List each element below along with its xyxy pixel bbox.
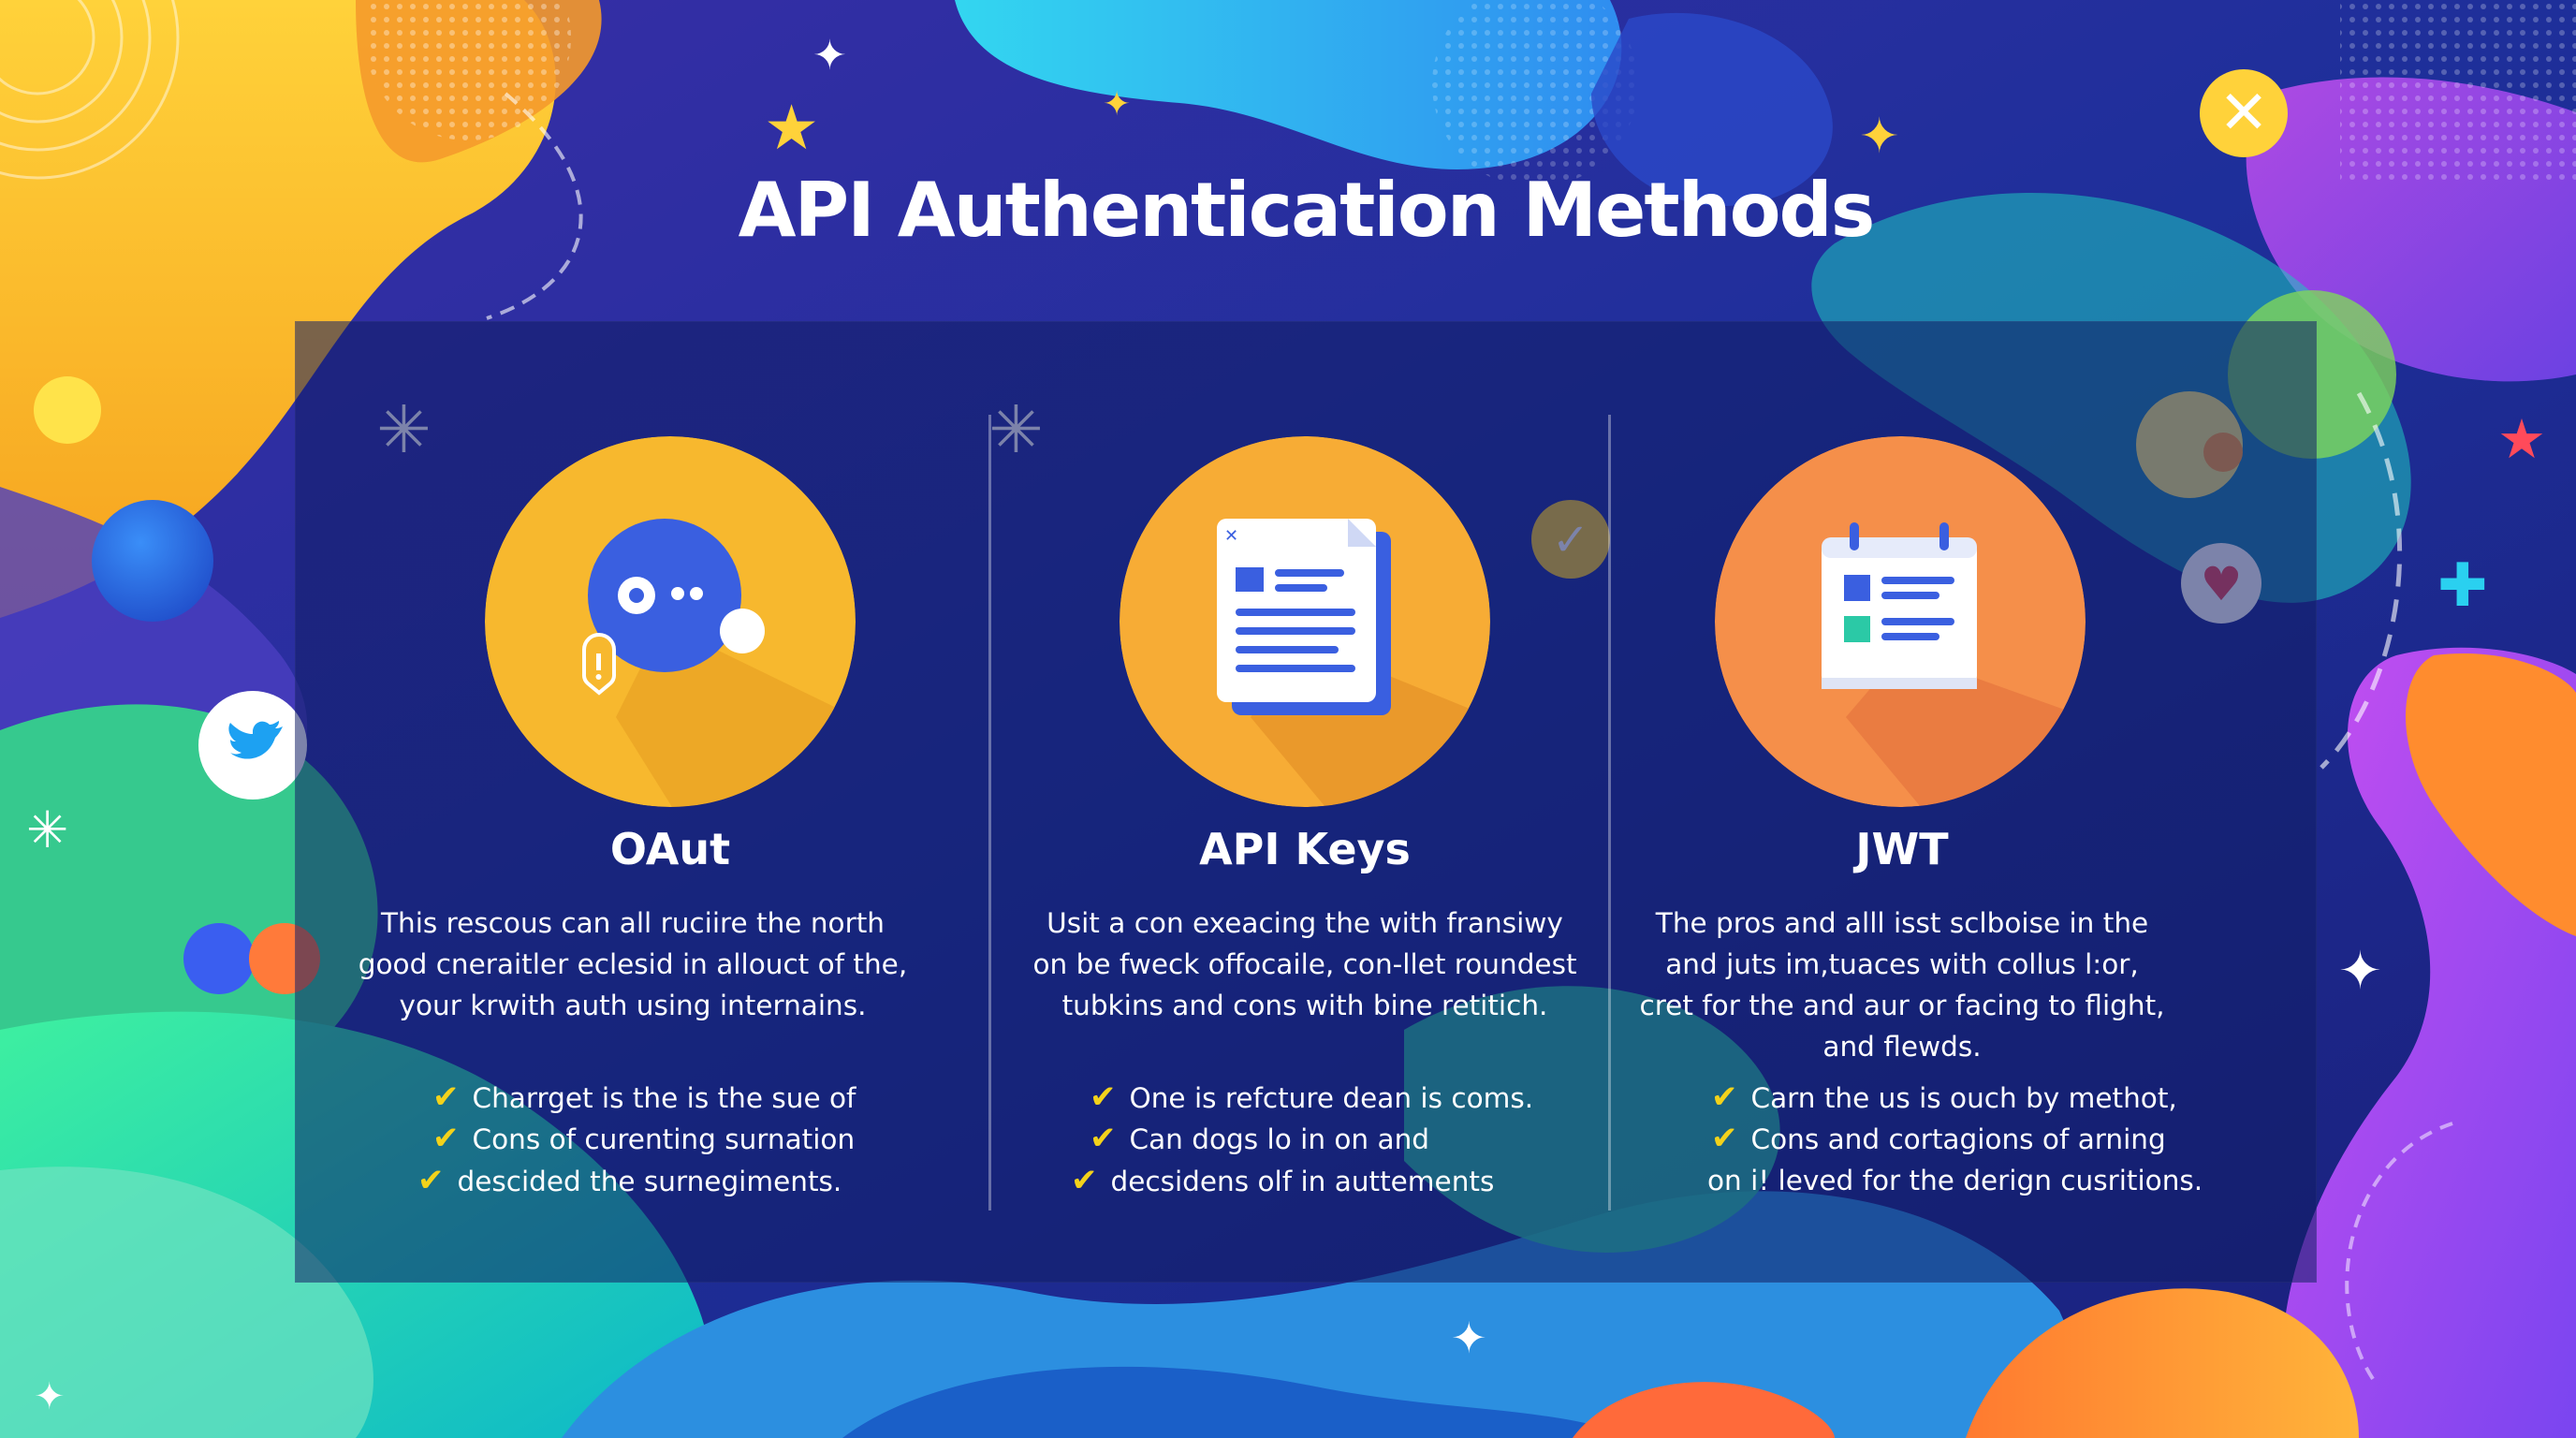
check-icon: ✔ (432, 1120, 460, 1157)
bullet-item: ✔ Cons of curenting surnation (432, 1118, 855, 1161)
close-badge-icon: ✕ (2200, 69, 2288, 157)
bullet-item: ✔ Can dogs lo in on and (1090, 1118, 1429, 1161)
description-line: cret for the and aur or facing to flight… (1639, 990, 2165, 1021)
calendar-icon (1822, 522, 1977, 689)
sparkle-icon: ✳ (26, 800, 69, 859)
bullet-item: ✔ descided the surnegiments. (417, 1160, 842, 1203)
star-icon: ✦ (812, 32, 847, 80)
bullet-text: Can dogs lo in on and (1129, 1123, 1430, 1155)
method-card-oauth: OAut This rescous can all ruciire the no… (352, 0, 988, 1438)
bullet-item: ✔ Charrget is the is the sue of (432, 1077, 856, 1120)
check-icon: ✔ (1090, 1120, 1117, 1157)
description-line: on be fweck offocaile, con-llet roundest (1032, 948, 1577, 980)
description-line: Usit a con exeacing the with fransiwy (1046, 907, 1563, 939)
method-icon-circle (485, 436, 856, 807)
check-icon: ✔ (1071, 1162, 1098, 1199)
check-icon: ✔ (432, 1078, 460, 1116)
blue-dot-icon (183, 923, 255, 994)
description-line: tubkins and cons with bine retitich. (1061, 990, 1548, 1021)
sparkle-icon: ✦ (34, 1375, 66, 1418)
bullet-text: Carn the us is ouch by methot, (1750, 1082, 2177, 1114)
bullet-item: ✔ One is refcture dean is coms. (1090, 1077, 1533, 1120)
bullet-text: on i! leved for the derign cusritions. (1707, 1165, 2203, 1196)
chat-bubble-icon (582, 519, 765, 696)
plus-icon: ✚ (2437, 551, 2488, 621)
twitter-bubble-icon (198, 691, 307, 800)
method-description: This rescous can all ruciire the north g… (315, 902, 951, 1026)
method-card-api-keys: ✕ API Keys Usit a con exeacing the with … (975, 0, 1612, 1438)
description-line: The pros and alll isst sclboise in the (1655, 907, 2149, 939)
svg-text:✕: ✕ (1224, 526, 1238, 546)
sparkle-icon: ✦ (1451, 1313, 1487, 1363)
method-description: Usit a con exeacing the with fransiwy on… (987, 902, 1623, 1026)
check-icon: ✔ (1711, 1120, 1738, 1157)
bullet-item: ✔ Carn the us is ouch by methot, (1711, 1077, 2177, 1120)
page-title: API Authentication Methods (738, 167, 1876, 254)
star-icon: ★ (764, 92, 820, 164)
star-icon: ✦ (1103, 85, 1132, 124)
bullet-text: Charrget is the is the sue of (472, 1082, 856, 1114)
column-divider (988, 415, 991, 1211)
bullet-item: ✔ decsidens olf in auttements (1071, 1160, 1494, 1203)
method-icon-circle (1715, 436, 2086, 807)
bullet-text: One is refcture dean is coms. (1129, 1082, 1534, 1114)
description-line: and juts im,tuaces with collus l:or, (1665, 948, 2139, 980)
method-icon-circle: ✕ (1120, 436, 1490, 807)
check-icon: ✔ (1711, 1078, 1738, 1116)
blue-ball-icon (92, 500, 213, 622)
bullet-text: Cons of curenting surnation (472, 1123, 856, 1155)
check-icon: ✔ (417, 1162, 445, 1199)
description-line: and flewds. (1822, 1031, 1982, 1063)
method-card-jwt: JWT The pros and alll isst sclboise in t… (1608, 0, 2245, 1438)
sparkle-icon: ✦ (2338, 941, 2382, 1002)
bullet-text: descided the surnegiments. (457, 1166, 842, 1197)
method-title: JWT (1855, 824, 1949, 874)
document-icon: ✕ (1217, 519, 1391, 715)
check-icon: ✔ (1090, 1078, 1117, 1116)
description-line: This rescous can all ruciire the north (381, 907, 885, 939)
bullet-text: Cons and cortagions of arning (1750, 1123, 2166, 1155)
method-title: API Keys (1199, 824, 1411, 874)
star-icon: ★ (2497, 407, 2546, 471)
column-divider (1608, 415, 1611, 1211)
bullet-text: decsidens olf in auttements (1110, 1166, 1495, 1197)
method-title: OAut (609, 824, 731, 874)
description-line: good cneraitler eclesid in allouct of th… (358, 948, 908, 980)
bullet-item: ✔ Cons and cortagions of arning (1711, 1118, 2166, 1161)
bullet-item: on i! leved for the derign cusritions. (1707, 1160, 2203, 1202)
description-line: your krwith auth using internains. (399, 990, 867, 1021)
method-description: The pros and alll isst sclboise in the a… (1584, 902, 2220, 1067)
star-icon: ✦ (1859, 109, 1900, 165)
yellow-dot-icon (34, 376, 101, 444)
